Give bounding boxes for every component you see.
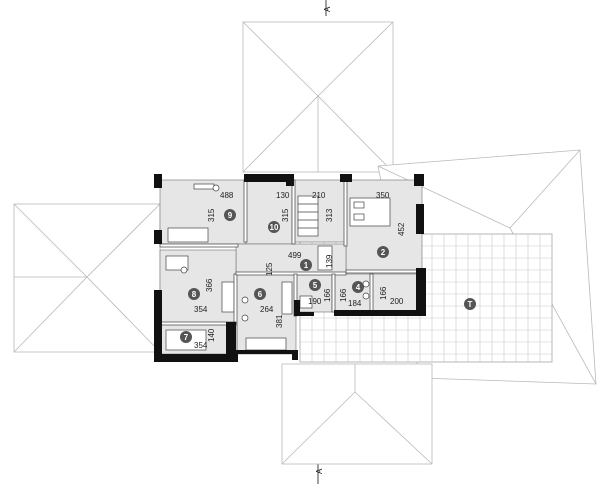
room-marker-2: 2 [377,246,389,258]
dim-488: 488 [220,191,234,200]
dim-140: 140 [207,328,216,342]
roof-left [13,203,161,353]
room-marker-7: 7 [180,331,192,343]
dim-139: 139 [325,254,334,268]
room-marker-4: 4 [352,281,364,293]
dim-499: 499 [288,251,302,260]
dim-315-left: 315 [207,208,216,222]
section-label-top: A [323,6,332,12]
room-marker-8: 8 [188,288,200,300]
roof-bottom [281,363,433,465]
room-marker-5: 5 [309,279,321,291]
svg-text:8: 8 [192,290,197,299]
dim-381: 381 [275,314,284,328]
svg-text:7: 7 [184,333,189,342]
dim-354-upper: 354 [194,305,208,314]
dim-210: 210 [312,191,326,200]
dim-200: 200 [390,297,404,306]
room-marker-6: 6 [254,288,266,300]
dim-166-c: 166 [379,286,388,300]
room-10-area [245,179,293,245]
svg-text:T: T [468,300,473,309]
room-marker-1: 1 [300,259,312,271]
svg-text:10: 10 [270,223,279,232]
fixtures [165,183,391,351]
section-label-bottom: A [315,468,324,474]
room-marker-10: 10 [268,221,280,233]
section-mark-top: A [323,0,332,16]
svg-text:9: 9 [228,211,233,220]
dim-264: 264 [260,305,274,314]
dim-125: 125 [265,262,274,276]
room-markers: 9 10 2 1 8 6 5 4 [180,209,476,343]
dim-184: 184 [348,299,362,308]
svg-text:2: 2 [381,248,386,257]
dim-350: 350 [376,191,390,200]
dim-130: 130 [276,191,290,200]
room-marker-9: 9 [224,209,236,221]
dim-166-a: 166 [323,288,332,302]
dim-190: 190 [308,297,322,306]
dim-366: 366 [205,278,214,292]
dim-313: 313 [325,208,334,222]
dimension-labels: 488 130 210 350 315 315 313 452 499 125 … [194,191,406,350]
svg-text:6: 6 [258,290,263,299]
svg-text:4: 4 [356,283,361,292]
svg-text:1: 1 [304,261,309,270]
dim-452: 452 [397,222,406,236]
roof-top [242,21,394,173]
section-mark-bottom: A [315,462,324,484]
exterior-walls [154,174,426,362]
room-3-area [371,273,421,313]
dim-166-b: 166 [339,288,348,302]
room-marker-terrace: T [464,298,476,310]
dim-354-lower: 354 [194,341,208,350]
svg-text:5: 5 [313,281,318,290]
dim-315-right: 315 [281,208,290,222]
